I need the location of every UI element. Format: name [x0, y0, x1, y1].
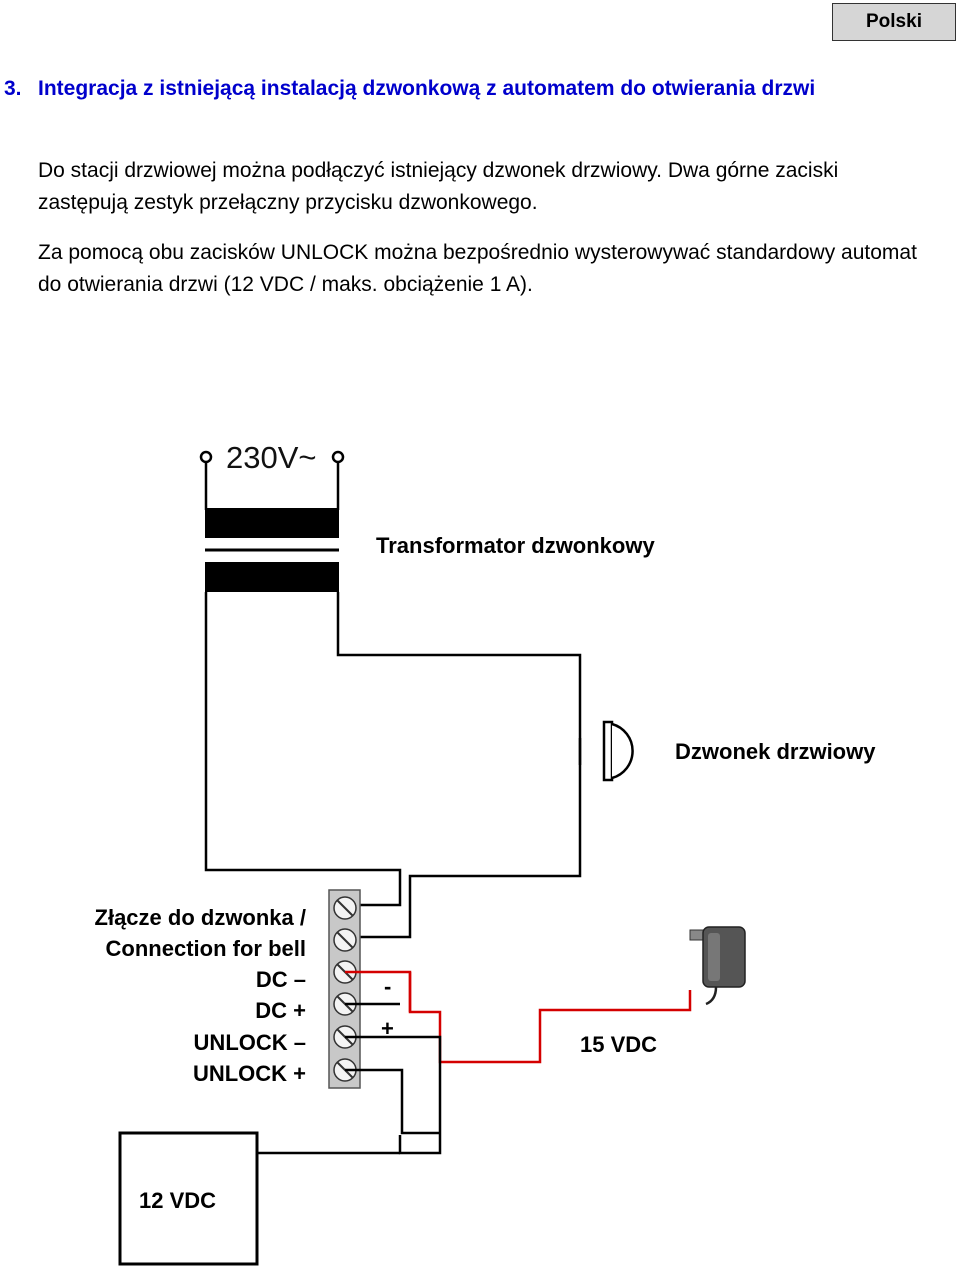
bell-transformer: [205, 508, 339, 592]
connector-label-en: Connection for bell: [106, 936, 306, 961]
connector-label-pl: Złącze do dzwonka /: [95, 905, 306, 930]
adapter-voltage-label: 15 VDC: [580, 1032, 657, 1057]
power-adapter: [689, 926, 746, 1006]
polarity-minus: -: [384, 974, 391, 999]
door-opener-wires: [345, 1035, 442, 1155]
mains-voltage-label: 230V~: [226, 440, 317, 475]
section-heading: 3. Integracja z istniejącą instalacją dz…: [4, 72, 864, 105]
polarity-plus: +: [381, 1016, 394, 1041]
bell-label: Dzwonek drzwiowy: [675, 739, 876, 764]
terminal-label-unlock-minus: UNLOCK –: [194, 1030, 306, 1055]
section-title: Integracja z istniejącą instalacją dzwon…: [38, 77, 816, 100]
terminal-label-dc-minus: DC –: [256, 967, 306, 992]
section-number: 3.: [4, 77, 22, 100]
door-opener-box: [118, 1131, 259, 1266]
door-bell: [578, 720, 634, 782]
bell-circuit-wires: [204, 592, 582, 939]
paragraph-bell-connection: Do stacji drzwiowej można podłączyć istn…: [38, 159, 839, 214]
terminal-screw: [333, 928, 357, 952]
language-badge: Polski: [832, 3, 956, 41]
transformer-label: Transformator dzwonkowy: [376, 533, 655, 558]
terminal-label-dc-plus: DC +: [255, 998, 306, 1023]
mains-supply: 230V~: [199, 440, 345, 510]
terminal-screw: [333, 896, 357, 920]
paragraph-unlock: Za pomocą obu zacisków UNLOCK można bezp…: [38, 241, 917, 296]
terminal-block: [328, 889, 361, 1089]
terminal-label-unlock-plus: UNLOCK +: [193, 1061, 306, 1086]
door-opener-voltage-label: 12 VDC: [139, 1188, 216, 1213]
